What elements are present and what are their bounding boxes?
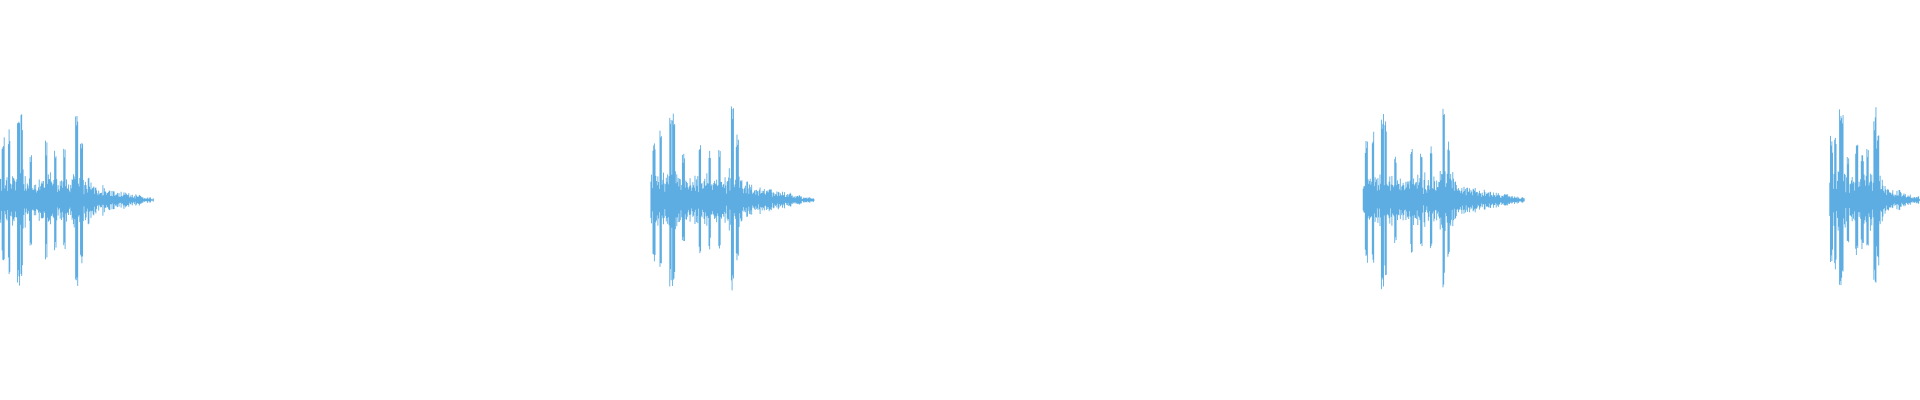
waveform-samples: [1829, 107, 1920, 286]
waveform-burst-3: [1362, 108, 1525, 290]
waveform-bursts: [0, 106, 1920, 291]
waveform-samples: [0, 114, 154, 286]
waveform-burst-2: [650, 106, 815, 291]
waveform-samples: [1362, 108, 1525, 290]
waveform-burst-4: [1829, 107, 1920, 286]
waveform-samples: [650, 106, 815, 291]
waveform-burst-1: [0, 114, 154, 286]
